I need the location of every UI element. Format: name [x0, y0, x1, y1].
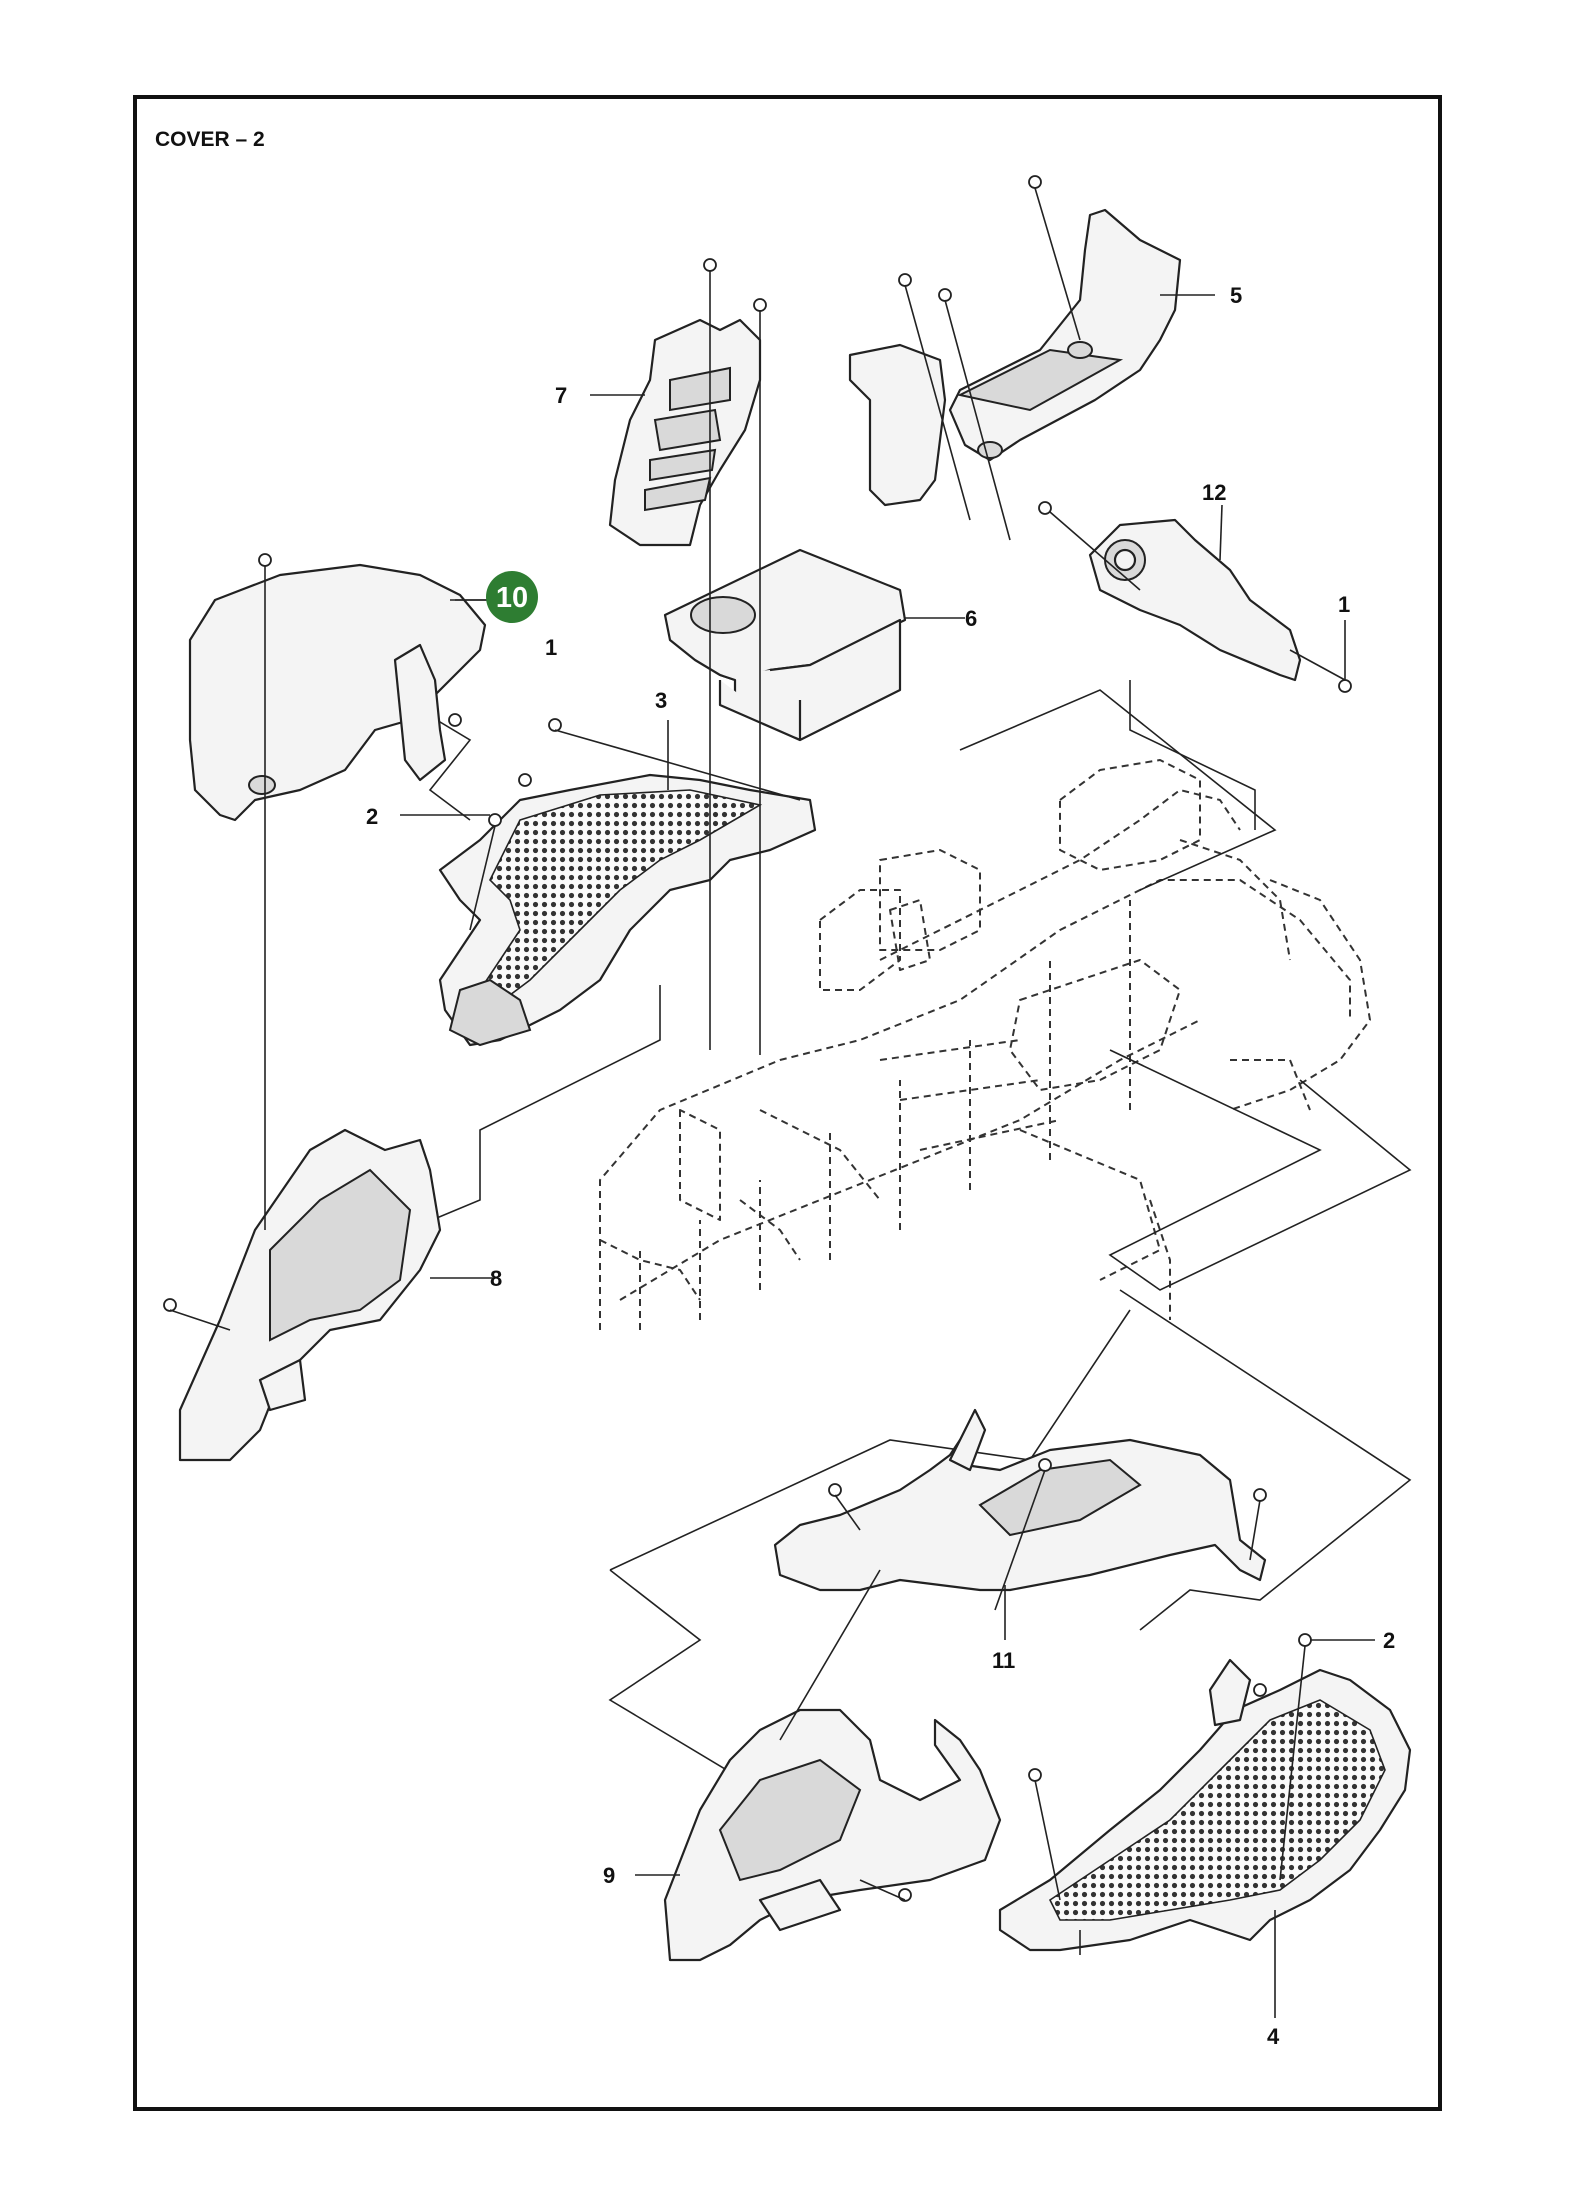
callout-9: 9 [603, 1863, 615, 1888]
callout-12: 12 [1202, 480, 1226, 505]
part-9-side-panel [663, 1708, 1002, 1962]
callout-6: 6 [965, 606, 977, 631]
part-4-footrest [998, 1658, 1412, 1952]
bolt [1028, 1768, 1042, 1782]
part-12-cover [1088, 518, 1302, 682]
bolt [163, 1298, 177, 1312]
callout-labels: 1 1 2 2 3 4 5 6 7 8 9 11 12 [366, 283, 1395, 2049]
callout-10-highlight[interactable]: 10 [455, 571, 538, 623]
part-10-side-cover [188, 563, 487, 822]
bolt [753, 298, 767, 312]
part-11-rear-fender [773, 1408, 1267, 1592]
callout-2-left: 2 [366, 804, 378, 829]
part-8-side-panel [178, 1128, 442, 1462]
bolt [1338, 679, 1352, 693]
bolt [1038, 501, 1052, 515]
fasteners [163, 175, 1352, 1902]
bolt [488, 813, 502, 827]
highlight-badge[interactable] [486, 571, 538, 623]
callout-1-left: 1 [545, 635, 557, 660]
callout-1-right: 1 [1338, 592, 1350, 617]
chassis-frame [599, 759, 1371, 1330]
bolt [898, 273, 912, 287]
callout-2-right: 2 [1383, 1628, 1395, 1653]
bolt [1253, 1683, 1267, 1697]
bolt [938, 288, 952, 302]
callout-4: 4 [1267, 2024, 1280, 2049]
part-5-floor-cover [848, 208, 1182, 507]
callout-5: 5 [1230, 283, 1242, 308]
bolt [1028, 175, 1042, 189]
bolt [703, 258, 717, 272]
bolt [828, 1483, 842, 1497]
part-3-footrest [438, 773, 817, 1047]
bolt [1298, 1633, 1312, 1647]
bolt [518, 773, 532, 787]
bolt [448, 713, 462, 727]
callout-10[interactable]: 10 [496, 582, 528, 614]
bolt [1253, 1488, 1267, 1502]
callout-8: 8 [490, 1266, 502, 1291]
callout-11: 11 [992, 1648, 1015, 1673]
bolt [1038, 1458, 1052, 1472]
callout-7: 7 [555, 383, 567, 408]
bolt [258, 553, 272, 567]
part-7-cover [608, 318, 762, 547]
diagram-title: COVER – 2 [155, 128, 265, 151]
callout-3: 3 [655, 688, 667, 713]
part-6-storage-box [663, 548, 907, 742]
diagram-border [133, 95, 1442, 2111]
bolt [548, 718, 562, 732]
